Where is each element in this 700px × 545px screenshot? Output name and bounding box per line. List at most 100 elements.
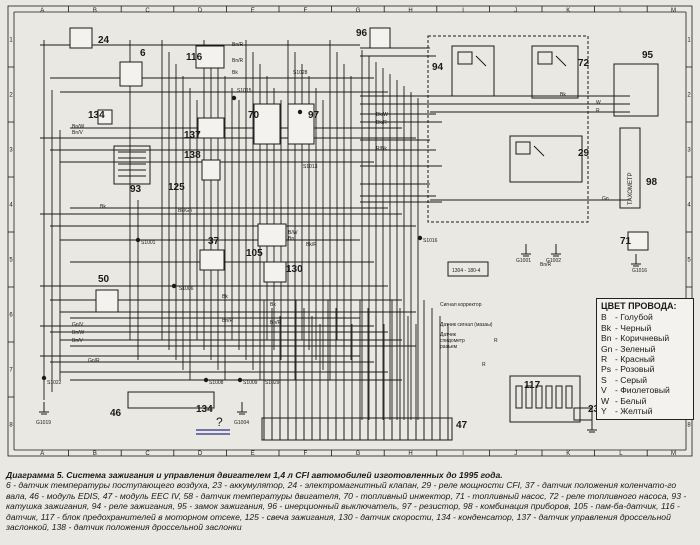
component-number: 137 — [184, 130, 201, 141]
wire-color-label: Bk/R — [376, 120, 387, 126]
wire-color-label: Bn/R — [222, 318, 234, 324]
splice-id: S1008 — [209, 380, 224, 386]
component-number: 116 — [186, 52, 203, 63]
relay-box — [451, 45, 495, 97]
splice-id: S1009 — [243, 380, 258, 386]
component-number: 37 — [208, 236, 220, 247]
component-number: 95 — [642, 50, 654, 61]
fuse — [565, 385, 573, 409]
grid-row-label: 1 — [9, 38, 13, 44]
wire-color-label: Bn/W — [72, 330, 85, 336]
relay-box — [531, 45, 579, 99]
wire-color-label: Bk — [222, 294, 228, 300]
ground-id: G1016 — [632, 268, 647, 274]
splice-dot — [297, 109, 303, 115]
annotation-tacho-signal: Датчик сигнал (мазаы) — [440, 322, 493, 328]
relay-coil — [537, 51, 553, 65]
annotation-tacho-note: Датчик — [440, 332, 457, 338]
component-number: 46 — [110, 408, 122, 419]
legend-name: - Черный — [615, 322, 652, 333]
legend-code: S — [601, 374, 607, 385]
ground-id: G1001 — [516, 258, 531, 264]
wire-color-label: W — [596, 100, 601, 106]
grid-col-label: K — [566, 451, 570, 457]
grid-col-label: L — [619, 451, 623, 457]
grid-col-label: M — [671, 451, 676, 457]
component-number: 134 — [88, 110, 105, 121]
ground-id: G1019 — [36, 420, 51, 426]
grid-col-label: B — [93, 451, 97, 457]
wire-color-label: Bn — [288, 236, 294, 242]
legend-item: Gn - Зеленый — [601, 344, 689, 354]
edis-connector — [127, 391, 215, 409]
outer-frame — [7, 5, 693, 457]
grid-col-label: A — [40, 8, 44, 14]
grid-row-label: 4 — [9, 203, 13, 209]
relay-box — [509, 135, 583, 183]
grid-col-label: J — [514, 451, 517, 457]
grid-col-label: M — [671, 8, 676, 14]
component-number: 93 — [130, 184, 142, 195]
legend-title: ЦВЕТ ПРОВОДА: — [601, 301, 677, 311]
legend-item: Y - Желтый — [601, 406, 689, 416]
wire-color-label: Bn/R — [232, 58, 244, 64]
wires — [40, 40, 630, 420]
wire-color-label: Bk/Gn — [178, 208, 192, 214]
component-number: 50 — [98, 274, 110, 285]
splice-dot — [41, 375, 47, 381]
component-number: 134 — [196, 404, 213, 415]
legend-code: R — [601, 354, 608, 365]
component-number: 71 — [620, 236, 632, 247]
component-number: 29 — [578, 148, 590, 159]
legend-item: R - Красный — [601, 354, 689, 364]
legend-code: V — [601, 385, 607, 396]
legend-code: B — [601, 312, 607, 323]
connector-1304 — [447, 261, 489, 277]
component-box — [257, 223, 287, 247]
legend-item: Bk - Черный — [601, 323, 689, 333]
splice-dot — [203, 377, 209, 383]
ignition-coil — [113, 145, 151, 185]
legend-item: V - Фиолетовый — [601, 385, 689, 395]
component-box — [199, 249, 225, 271]
grid-row-label: 4 — [687, 203, 691, 209]
legend-name: - Коричневый — [615, 333, 670, 344]
wire-color-label: Bk — [100, 204, 106, 210]
legend-item: Bn - Коричневый — [601, 333, 689, 343]
grid-col-label: E — [251, 451, 255, 457]
wire-color-label: R — [596, 108, 600, 114]
grid-row-label: 2 — [687, 93, 691, 99]
wire-color-label: Gn/R — [88, 358, 100, 364]
wire-color-label: Bk — [560, 92, 566, 98]
grid-col-label: I — [462, 8, 464, 14]
component-number: 94 — [432, 62, 444, 73]
component-box — [197, 117, 225, 139]
component-number: 117 — [524, 380, 541, 391]
annotation-connector: 1304 - 180-4 — [452, 268, 481, 274]
splice-id: S1013 — [303, 164, 318, 170]
grid-col-label: C — [145, 8, 150, 14]
grid-col-label: J — [514, 8, 517, 14]
caption-title: Диаграмма 5. Система зажигания и управле… — [6, 470, 503, 480]
grid-col-label: E — [251, 8, 255, 14]
splice-id: S1015 — [237, 88, 252, 94]
grid-col-label: D — [198, 8, 203, 14]
component-number: 96 — [356, 28, 368, 39]
wire-color-label: R/Bk — [376, 146, 387, 152]
splice-dot — [135, 237, 141, 243]
legend-name: - Розовый — [615, 364, 655, 375]
wire-color-label: R — [482, 362, 486, 368]
fuse — [555, 385, 563, 409]
legend-item: B - Голубой — [601, 312, 689, 322]
legend-name: - Зеленый — [615, 343, 656, 354]
legend-item: Ps - Розовый — [601, 364, 689, 374]
component-box — [263, 261, 287, 283]
fuse — [545, 385, 553, 409]
legend-name: - Белый — [615, 395, 647, 406]
relay-box-outline — [427, 35, 589, 223]
component-box — [95, 289, 119, 313]
labels: AABBCCDDEEFFGGHHIIJJKKLLMM11223344556677… — [9, 8, 691, 457]
tachometer-label: ТАХОМЕТР — [628, 172, 634, 205]
